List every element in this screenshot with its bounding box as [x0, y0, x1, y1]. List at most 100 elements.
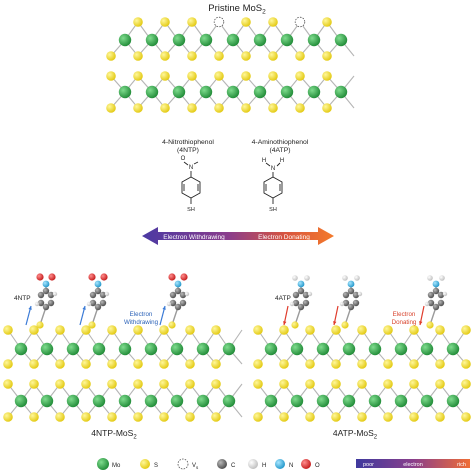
carbon-atom: [302, 299, 310, 307]
sulfur-atom: [295, 103, 305, 113]
nitrogen-atom: [432, 280, 440, 288]
carbon-atom: [352, 291, 360, 299]
sulfur-atom: [383, 359, 393, 369]
legend-label: Vs: [192, 463, 199, 470]
carbon-atom: [169, 291, 177, 299]
sulfur-atom: [55, 359, 65, 369]
carbon-atom: [99, 291, 107, 299]
sulfur-atom: [29, 379, 39, 389]
sulfur-atom: [29, 325, 39, 335]
pristine-title: Pristine MoS2: [208, 3, 266, 16]
molybdenum-atom: [222, 342, 236, 356]
sulfur-atom: [357, 412, 367, 422]
oxygen-atom: [48, 273, 56, 281]
hydrogen-atom: [86, 301, 92, 307]
sulfur-vacancy: [294, 16, 306, 28]
carbon-atom: [437, 291, 445, 299]
ntp-annotation-line1: Electron: [130, 311, 153, 318]
sulfur-atom: [409, 359, 419, 369]
molybdenum-atom: [290, 394, 304, 408]
adsorbed-molecules: [25, 273, 448, 329]
sulfur-atom: [159, 359, 169, 369]
legend-label: S: [154, 463, 158, 469]
scale-rich-label: rich: [457, 462, 466, 468]
molybdenum-atom: [118, 33, 132, 47]
sulfur-atom: [159, 379, 169, 389]
molybdenum-atom: [253, 33, 267, 47]
sulfur-vacancy: [213, 16, 225, 28]
molybdenum-atom: [40, 394, 54, 408]
sulfur-atom: [160, 17, 170, 27]
pristine-mos2-lattice: [106, 16, 355, 113]
carbon-atom: [42, 287, 50, 295]
carbon-atom: [179, 291, 187, 299]
sulfur-atom: [133, 359, 143, 369]
hydrogen-atom: [427, 275, 433, 281]
sulfur-atom: [214, 103, 224, 113]
sulfur-atom: [341, 321, 349, 329]
carbon-atom: [37, 291, 45, 299]
molybdenum-atom: [307, 85, 321, 99]
legend-item-v: Vs: [177, 458, 199, 470]
hydrogen-atom: [442, 291, 448, 297]
molybdenum-atom: [118, 85, 132, 99]
adsorbed-4ntp-molecule: [166, 273, 190, 329]
carbon-atom: [174, 287, 182, 295]
sulfur-atom: [426, 321, 434, 329]
molybdenum-atom: [170, 342, 184, 356]
sulfur-atom: [279, 412, 289, 422]
molybdenum-atom: [420, 394, 434, 408]
functionalized-lattices: [3, 325, 471, 422]
sulfur-atom: [241, 71, 251, 81]
sulfur-atom: [81, 325, 91, 335]
sulfur-atom: [211, 412, 221, 422]
sulfur-atom: [55, 325, 65, 335]
legend-item-s: S: [140, 459, 158, 469]
sulfur-atom: [214, 71, 224, 81]
sulfur-atom: [214, 51, 224, 61]
molybdenum-atom: [420, 342, 434, 356]
sulfur-atom: [268, 103, 278, 113]
sulfur-atom: [253, 379, 263, 389]
vacancy-swatch: [177, 458, 189, 470]
sulfur-atom: [461, 412, 471, 422]
n-swatch: [275, 459, 285, 469]
ntp-name: 4-Nitrothiophenol: [162, 139, 214, 146]
sulfur-atom: [268, 51, 278, 61]
nitrogen-atom: [347, 280, 355, 288]
sulfur-atom: [81, 412, 91, 422]
sulfur-atom: [461, 325, 471, 335]
atp-h-left-label: H: [262, 158, 266, 164]
sulfur-atom: [133, 51, 143, 61]
legend-label: C: [231, 463, 236, 469]
sulfur-atom: [133, 379, 143, 389]
molybdenum-atom: [196, 394, 210, 408]
molybdenum-atom: [264, 342, 278, 356]
legend-label: H: [262, 463, 266, 469]
carbon-atom: [347, 303, 355, 311]
atp-structure: 4-Aminothiophenol (4ATP) H H N SH: [252, 139, 309, 213]
carbon-atom: [427, 291, 435, 299]
molybdenum-atom: [316, 394, 330, 408]
oxygen-atom: [100, 273, 108, 281]
sulfur-atom: [3, 359, 13, 369]
carbon-atom: [427, 299, 435, 307]
sulfur-atom: [291, 321, 299, 329]
sulfur-atom: [36, 321, 44, 329]
sulfur-atom: [160, 103, 170, 113]
sulfur-atom: [322, 103, 332, 113]
molybdenum-atom: [144, 342, 158, 356]
sulfur-atom: [187, 51, 197, 61]
sulfur-atom: [107, 412, 117, 422]
sulfur-atom: [461, 379, 471, 389]
sulfur-atom: [3, 379, 13, 389]
sulfur-atom: [409, 325, 419, 335]
ntp-structure: 4-Nitrothiophenol (4NTP) O N SH: [162, 139, 214, 213]
sulfur-atom: [187, 71, 197, 81]
sulfur-atom: [331, 359, 341, 369]
sulfur-atom: [185, 412, 195, 422]
atp-abbr: (4ATP): [269, 147, 290, 154]
electron-donating-arrow: [283, 305, 289, 326]
atp-sh-label: SH: [269, 207, 277, 213]
ntp-mos2-label: 4NTP-MoS2: [91, 428, 137, 441]
